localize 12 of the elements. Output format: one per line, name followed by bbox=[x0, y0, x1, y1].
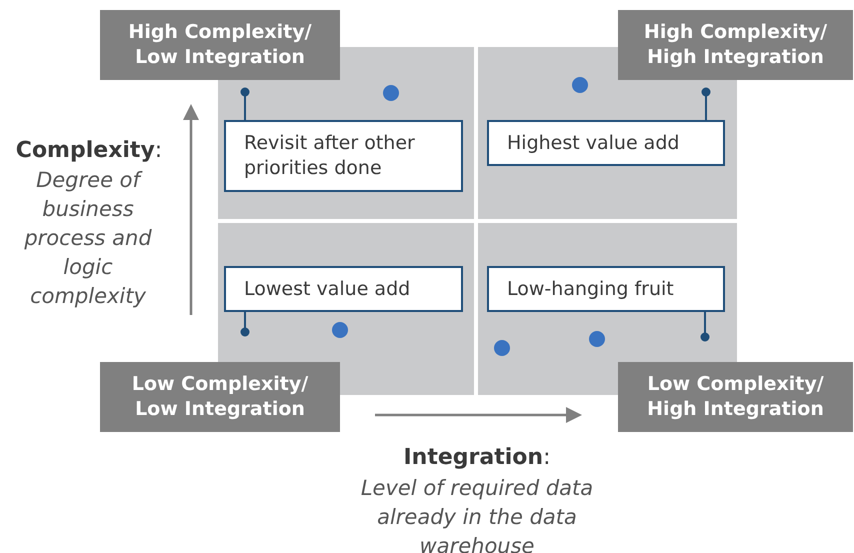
category-label: Low Complexity/ High Integration bbox=[618, 362, 853, 432]
axis-description: Degree of business process and logic complexity bbox=[23, 167, 153, 310]
axis-title: Integration: bbox=[402, 445, 552, 470]
axis-description: Level of required data already in the data warehouse bbox=[360, 475, 594, 553]
category-label: Low Complexity/ Low Integration bbox=[100, 362, 340, 432]
category-label: High Complexity/ High Integration bbox=[618, 10, 853, 80]
callout-box: Highest value add bbox=[487, 120, 725, 166]
axis-title: Complexity: bbox=[14, 138, 164, 163]
callout-box: Lowest value add bbox=[224, 266, 463, 312]
callout-box: Revisit after other priorities done bbox=[224, 120, 463, 192]
category-label: High Complexity/ Low Integration bbox=[100, 10, 340, 80]
callout-box: Low-hanging fruit bbox=[487, 266, 725, 312]
